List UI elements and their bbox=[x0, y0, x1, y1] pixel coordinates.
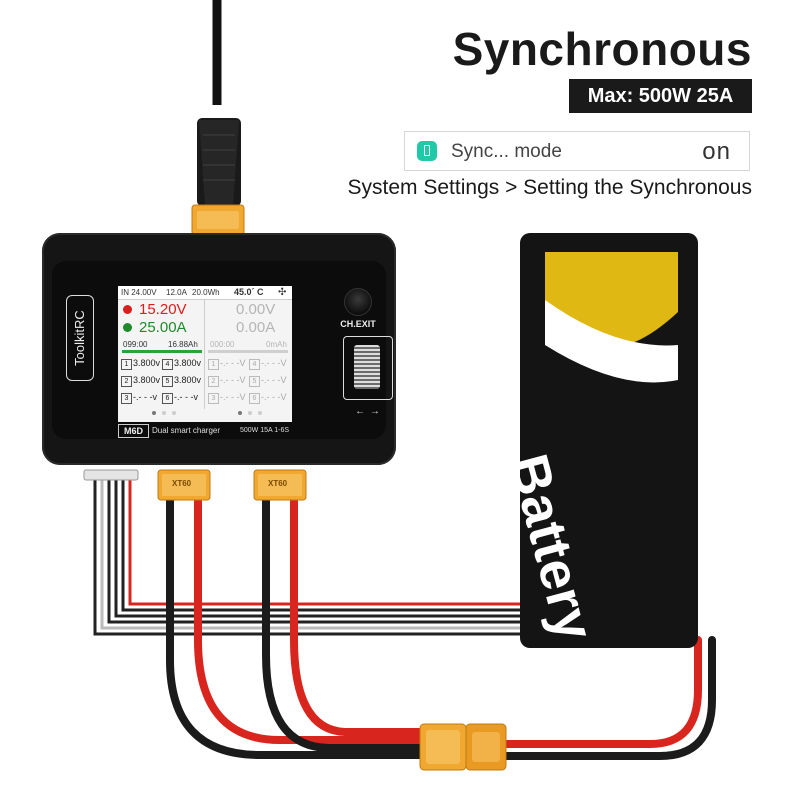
ch2-page-dot-3 bbox=[258, 411, 262, 415]
channel-divider bbox=[204, 299, 205, 409]
charger-device: ToolkitRC IN 24.00V 12.0A 20.0Wh 45.0´ C… bbox=[42, 233, 396, 465]
ch1-cell-6: 6-.- - -v bbox=[162, 392, 198, 404]
ch2-cell-6: 6-.- - -V bbox=[249, 392, 287, 404]
sync-mode-value[interactable]: on bbox=[702, 138, 731, 165]
xt60-label-ch1: XT60 bbox=[172, 479, 192, 488]
ch2-cell-4: 4-.- - -V bbox=[249, 358, 287, 370]
ch2-cell-1: 1-.- - -V bbox=[208, 358, 246, 370]
ch2-voltage: 0.00V bbox=[236, 301, 276, 318]
xt60-label-ch2: XT60 bbox=[268, 479, 288, 488]
model-badge: M6D bbox=[118, 424, 150, 438]
ch1-voltage: 15.20V bbox=[139, 301, 187, 318]
sync-mode-label: Sync... mode bbox=[451, 141, 562, 162]
ch1-current: 25.00A bbox=[139, 319, 187, 336]
scroll-wheel[interactable] bbox=[343, 336, 393, 400]
ch2-cell-2: 2-.- - -V bbox=[208, 375, 246, 387]
lcd-screen: IN 24.00V 12.0A 20.0Wh 45.0´ C ✣ 15.20V … bbox=[118, 286, 292, 422]
lcd-status-bar: IN 24.00V 12.0A 20.0Wh 45.0´ C ✣ bbox=[118, 286, 292, 300]
brand-logo: ToolkitRC bbox=[66, 295, 94, 381]
ch-exit-label: CH.EXIT bbox=[340, 319, 376, 329]
ch1-progress-bar bbox=[122, 350, 202, 353]
ch1-page-dot-3 bbox=[172, 411, 176, 415]
ch2-time: 000:00 bbox=[210, 340, 235, 349]
battery-sync-icon bbox=[417, 141, 437, 161]
scroll-wheel-grip bbox=[354, 345, 380, 389]
power-input-cable bbox=[191, 0, 245, 236]
balance-lead-wires bbox=[93, 478, 520, 636]
ch2-capacity: 0mAh bbox=[266, 340, 287, 349]
ch1-page-dot-1 bbox=[152, 411, 156, 415]
input-voltage: IN 24.00V bbox=[121, 288, 157, 297]
battery-pack bbox=[520, 233, 698, 648]
input-energy: 20.0Wh bbox=[192, 288, 220, 297]
ch2-cell-3: 3-.- - -V bbox=[208, 392, 246, 404]
ch1-capacity: 16.88Ah bbox=[168, 340, 198, 349]
ch2-cell-5: 5-.- - -V bbox=[249, 375, 287, 387]
ch-exit-button[interactable] bbox=[344, 288, 372, 316]
sync-mode-setting-row[interactable]: Sync... mode on bbox=[404, 131, 750, 171]
ch1-cell-3: 3-.- - -v bbox=[121, 392, 157, 404]
ch2-progress-bar bbox=[208, 350, 288, 353]
ch2-current: 0.00A bbox=[236, 319, 276, 336]
nav-arrows-icon: ← → bbox=[355, 406, 381, 417]
charger-subtitle: Dual smart charger bbox=[152, 426, 221, 435]
settings-path: System Settings > Setting the Synchronou… bbox=[347, 176, 752, 199]
current-icon bbox=[123, 323, 132, 332]
voltage-icon bbox=[123, 305, 132, 314]
balance-port-plug bbox=[83, 469, 139, 481]
output-wires bbox=[166, 496, 716, 760]
ch2-page-dot-2 bbox=[248, 411, 252, 415]
ch2-page-dot-1 bbox=[238, 411, 242, 415]
ch1-page-dot-2 bbox=[162, 411, 166, 415]
xt60-connector-sync bbox=[419, 723, 507, 771]
charger-spec: 500W 15A 1-6S bbox=[240, 427, 290, 434]
input-current: 12.0A bbox=[166, 288, 187, 297]
temperature: 45.0´ C bbox=[234, 287, 264, 297]
fan-icon: ✣ bbox=[278, 287, 287, 298]
xt60-connector-ch1 bbox=[157, 469, 211, 501]
ch1-time: 099:00 bbox=[123, 340, 148, 349]
charger-face: ToolkitRC IN 24.00V 12.0A 20.0Wh 45.0´ C… bbox=[52, 261, 393, 439]
max-power-badge: Max: 500W 25A bbox=[569, 79, 752, 113]
xt60-connector-ch2 bbox=[253, 469, 307, 501]
page-title: Synchronous bbox=[452, 23, 752, 75]
